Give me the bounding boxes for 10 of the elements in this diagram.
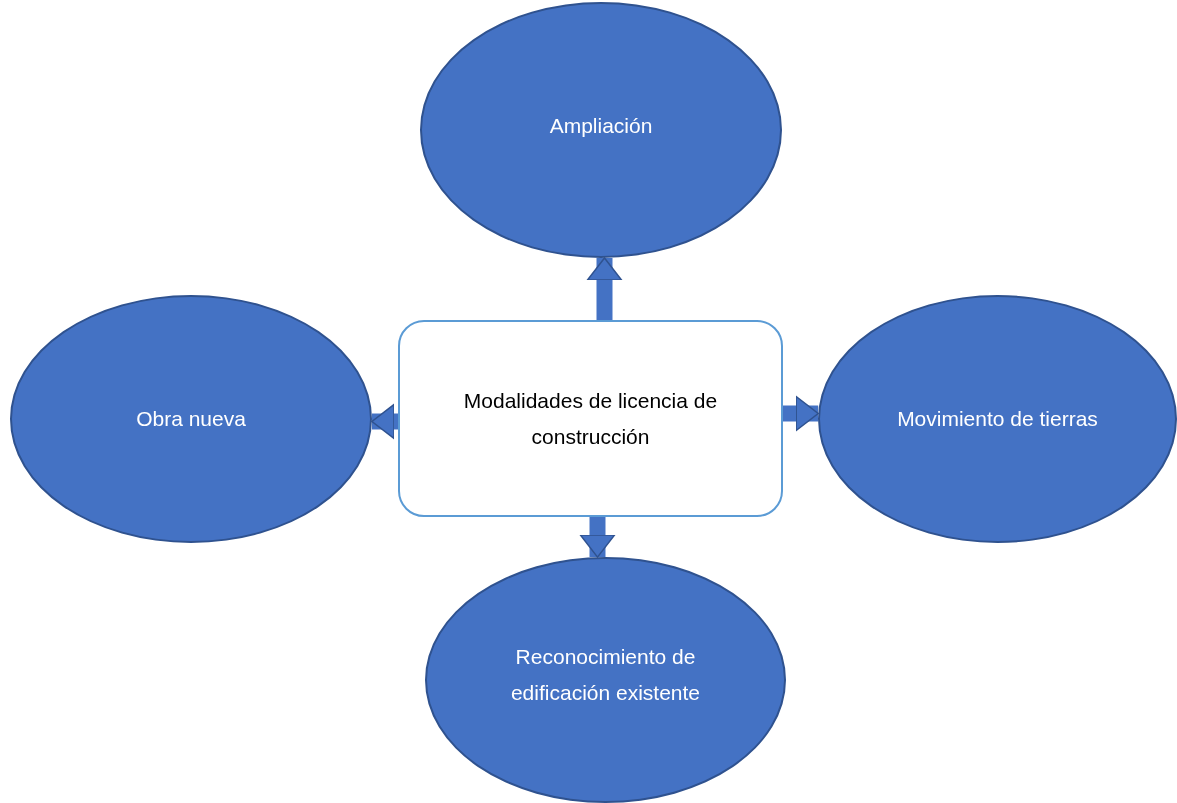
block-arrow bbox=[579, 517, 616, 558]
node-label: Reconocimiento de edificación existente bbox=[509, 644, 702, 706]
block-arrow bbox=[783, 395, 819, 432]
node-label: Movimiento de tierras bbox=[897, 406, 1098, 432]
block-arrow bbox=[371, 403, 398, 440]
process-box bbox=[398, 320, 783, 517]
node-label: Modalidades de licencia de construcción bbox=[462, 387, 719, 450]
node-label: Obra nueva bbox=[136, 406, 246, 432]
block-arrow bbox=[586, 257, 623, 320]
node-label: Ampliación bbox=[549, 113, 653, 139]
